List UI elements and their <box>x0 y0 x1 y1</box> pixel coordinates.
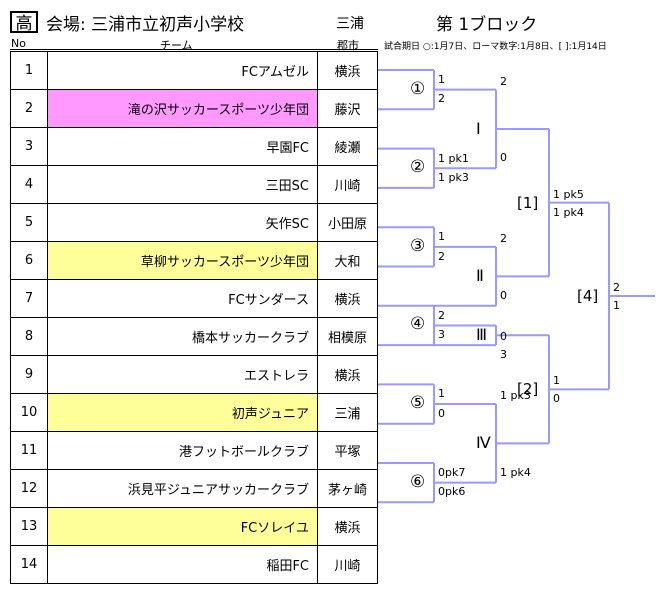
round2-match-label: Ⅲ <box>476 325 488 345</box>
round2-match-label: Ⅰ <box>476 118 481 138</box>
level-badge: 高 <box>10 11 38 34</box>
block-title: 第 1ブロック <box>436 15 538 35</box>
header-divider <box>10 49 378 50</box>
round2-score-bottom: 0 <box>500 288 507 302</box>
team-city: 大和 <box>317 241 378 280</box>
column-header-city: 郡市 <box>337 39 359 52</box>
round2-score-top: 2 <box>500 231 507 245</box>
round2-match-label: Ⅱ <box>476 266 484 286</box>
team-number: 14 <box>10 545 48 584</box>
team-number: 12 <box>10 469 48 508</box>
column-header-no: No <box>11 37 26 50</box>
round1-score-bottom: 3 <box>438 328 445 342</box>
team-name: 初声ジュニア <box>47 393 318 432</box>
team-number: 1 <box>10 51 48 90</box>
schedule-legend: 試合期日 ○:1月7日、ローマ数字:1月8日、[ ]:1月14日 <box>384 42 607 52</box>
round2-match-label: Ⅳ <box>476 433 491 453</box>
team-city: 茅ヶ崎 <box>317 469 378 508</box>
team-city: 横浜 <box>317 507 378 546</box>
team-city: 綾瀬 <box>317 127 378 166</box>
team-number: 4 <box>10 165 48 204</box>
round1-score-bottom: 2 <box>438 92 445 106</box>
round2-score-top: 1 pk3 <box>500 389 531 403</box>
round3-score-top: 1 <box>553 374 560 388</box>
round1-score-top: 1 <box>438 230 445 244</box>
round1-score-top: 1 pk1 <box>438 151 469 165</box>
final-score-top: 2 <box>613 280 620 294</box>
round2-score-top: 0 <box>500 330 507 344</box>
team-city: 平塚 <box>317 431 378 470</box>
round1-score-top: 0pk7 <box>438 466 466 479</box>
round1-score-top: 2 <box>438 308 445 322</box>
team-name: 草柳サッカースポーツ少年団 <box>47 241 318 280</box>
round1-score-bottom: 2 <box>438 249 445 263</box>
round1-match-label: ① <box>410 78 426 99</box>
team-name: 早園FC <box>47 127 318 166</box>
round1-match-label: ④ <box>410 314 426 335</box>
team-number: 8 <box>10 317 48 356</box>
round3-score-bottom: 0 <box>553 392 560 406</box>
district-label: 三浦 <box>336 16 364 32</box>
round1-match-label: ③ <box>410 235 426 256</box>
venue-title: 会場: 三浦市立初声小学校 <box>46 15 245 35</box>
team-city: 横浜 <box>317 51 378 90</box>
team-name: FCサンダース <box>47 279 318 318</box>
round3-match-label: [2] <box>517 380 539 399</box>
final-match-label: [4] <box>577 286 599 305</box>
round1-score-bottom: 0 <box>438 406 445 420</box>
round2-score-bottom: 1 pk4 <box>500 465 531 479</box>
team-city: 横浜 <box>317 279 378 318</box>
final-score-bottom: 1 <box>613 298 620 312</box>
team-name: FCアムゼル <box>47 51 318 90</box>
round3-score-top: 1 pk5 <box>553 187 584 201</box>
team-number: 2 <box>10 89 48 128</box>
round1-match-label: ⑤ <box>410 393 426 414</box>
column-header-team: チーム <box>160 39 193 52</box>
round2-score-bottom: 0 <box>500 151 507 165</box>
round1-match-label: ⑥ <box>410 471 426 492</box>
round1-match-label: ② <box>410 157 426 178</box>
round2-score-top: 2 <box>500 74 507 88</box>
team-city: 川崎 <box>317 545 378 584</box>
round2-score-bottom: 3 <box>500 348 507 362</box>
team-city: 川崎 <box>317 165 378 204</box>
team-name: 稲田FC <box>47 545 318 584</box>
round1-score-bottom: 0pk6 <box>438 485 466 499</box>
round3-score-bottom: 1 pk4 <box>553 205 584 219</box>
round1-score-bottom: 1 pk3 <box>438 170 469 184</box>
team-number: 10 <box>10 393 48 432</box>
team-name: FCソレイユ <box>47 507 318 546</box>
team-number: 7 <box>10 279 48 318</box>
round3-match-label: [1] <box>517 193 539 212</box>
round1-score-top: 1 <box>438 73 445 86</box>
round1-score-top: 1 <box>438 387 445 401</box>
